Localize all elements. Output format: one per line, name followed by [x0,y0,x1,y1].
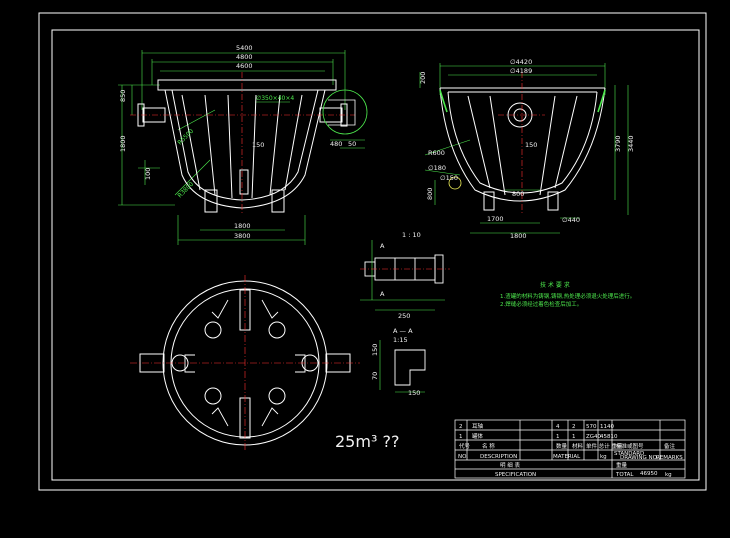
dim-1700: 1700 [487,215,504,223]
dim-850: 850 [119,90,127,102]
dim-800-h: 800 [426,188,434,200]
detail-section: A — A 1:15 150 70 150 [371,327,426,397]
tb-row-1-no: 1 [459,434,463,440]
dim-480: 480 [330,140,342,148]
dim-4189: ∅4189 [510,67,532,75]
section-dim-150a: 150 [371,344,379,356]
tb-total-label: TOTAL [615,472,634,478]
tb-hdr-drawing-no: DRAWING NO. [620,455,659,461]
tb-hdr-weight-cn: 单件 总计 重量 [586,442,623,450]
dim-4800: 4800 [236,53,253,61]
tb-hdr-no: NO. [458,454,468,460]
tb-row-1-code: 1 [572,434,576,440]
dim-100: 100 [144,168,152,180]
dim-150-side: 150 [525,141,537,149]
dim-3790: 3790 [614,135,622,152]
dim-200: 200 [419,72,427,84]
inner-border [51,29,700,481]
capacity-label: 25m³ ?? [335,432,399,451]
detail-a-dim-250: 250 [398,312,410,320]
tb-row-2-code: 2 [572,424,576,430]
tb-row-1-qty: 1 [556,434,560,440]
section-mark-a1: A [380,242,385,250]
tb-total-unit: kg [665,472,672,478]
dim-3440: 3440 [627,135,635,152]
tb-row-1-weight: 45810 [600,434,618,440]
section-scale: 1:15 [393,336,408,344]
outer-border [38,12,707,491]
dim-4420: ∅4420 [510,58,532,66]
dim-150: 150 [252,141,264,149]
tb-hdr-name-cn: 名 称 [482,442,495,450]
dim-1800: 1800 [510,232,527,240]
tb-hdr-remarks: REMARKS [656,455,683,461]
tb-hdr-std-cn: 标准或图号 [616,442,644,450]
tb-hdr-kg: kg [600,454,607,460]
plan-view [130,275,360,452]
tb-hdr-qty-cn: 数量 [556,442,568,450]
section-dim-150b: 150 [408,389,420,397]
notes-line-2: 2.焊缝必须经过着色检查后加工。 [500,300,582,308]
dim-440: ∅440 [562,216,580,224]
radius-150: ∅150 [440,174,458,182]
side-view: ∅4420 ∅4189 200 R600 ∅180 ∅150 3790 3440… [419,58,635,240]
top-rim-label: ∅350×40×4 [256,95,294,102]
tb-spec-en: SPECIFICATION [495,472,536,478]
notes-title: 技 术 要 求 [540,281,570,289]
section-title: A — A [393,327,413,335]
tb-total-value: 46950 [640,471,658,477]
detail-trunnion: 1 : 10 250 A A [360,231,450,320]
tb-row-2-name: 耳轴 [472,422,484,430]
title-block: 2 耳轴 4 2 570 1140 1 罐体 1 1 ZG40 45810 代号… [454,419,686,479]
tb-hdr-remark-cn: 备注 [664,442,676,450]
notes-line-1: 1.渣罐的材料为铸钢,铸钢,热处理必须退火处理后进行。 [500,292,635,300]
tb-hdr-code-cn: 代号 [459,442,471,450]
front-view: 5400 4800 4600 850 1800 100 1800 3800 15… [118,44,368,245]
tb-total-cn: 重量 [616,461,628,469]
tb-row-2-material: 570 [586,424,597,430]
tb-hdr-material-cn: 材料 [572,442,584,450]
section-mark-a2: A [380,290,385,298]
tb-hdr-standard: STANDARD [614,451,644,457]
radius-180: ∅180 [428,164,446,172]
tb-hdr-material: MATERIAL [553,454,581,460]
radius-600: R600 [428,149,445,157]
tb-row-1-name: 罐体 [472,432,484,440]
radius-label-5500: R5500 [176,128,195,147]
tb-row-2-no: 2 [459,424,463,430]
detail-a-scale: 1 : 10 [402,231,421,239]
dim-1800-h: 1800 [119,135,127,152]
tb-row-1-material: ZG40 [586,434,602,440]
tb-hdr-description: DESCRIPTION [480,454,517,460]
technical-notes: 技 术 要 求 1.渣罐的材料为铸钢,铸钢,热处理必须退火处理后进行。 2.焊缝… [500,281,635,308]
tb-row-2-qty: 4 [556,424,560,430]
dim-1800-w: 1800 [234,222,251,230]
tb-row-2-weight: 1140 [600,424,614,430]
dim-4600: 4600 [236,62,253,70]
dim-800-w: 800 [512,190,524,198]
dim-3800: 3800 [234,232,251,240]
dim-5400: 5400 [236,44,253,52]
dim-50: 50 [348,140,356,148]
tb-spec-cn: 明 细 表 [500,461,520,469]
section-dim-70: 70 [371,372,379,380]
